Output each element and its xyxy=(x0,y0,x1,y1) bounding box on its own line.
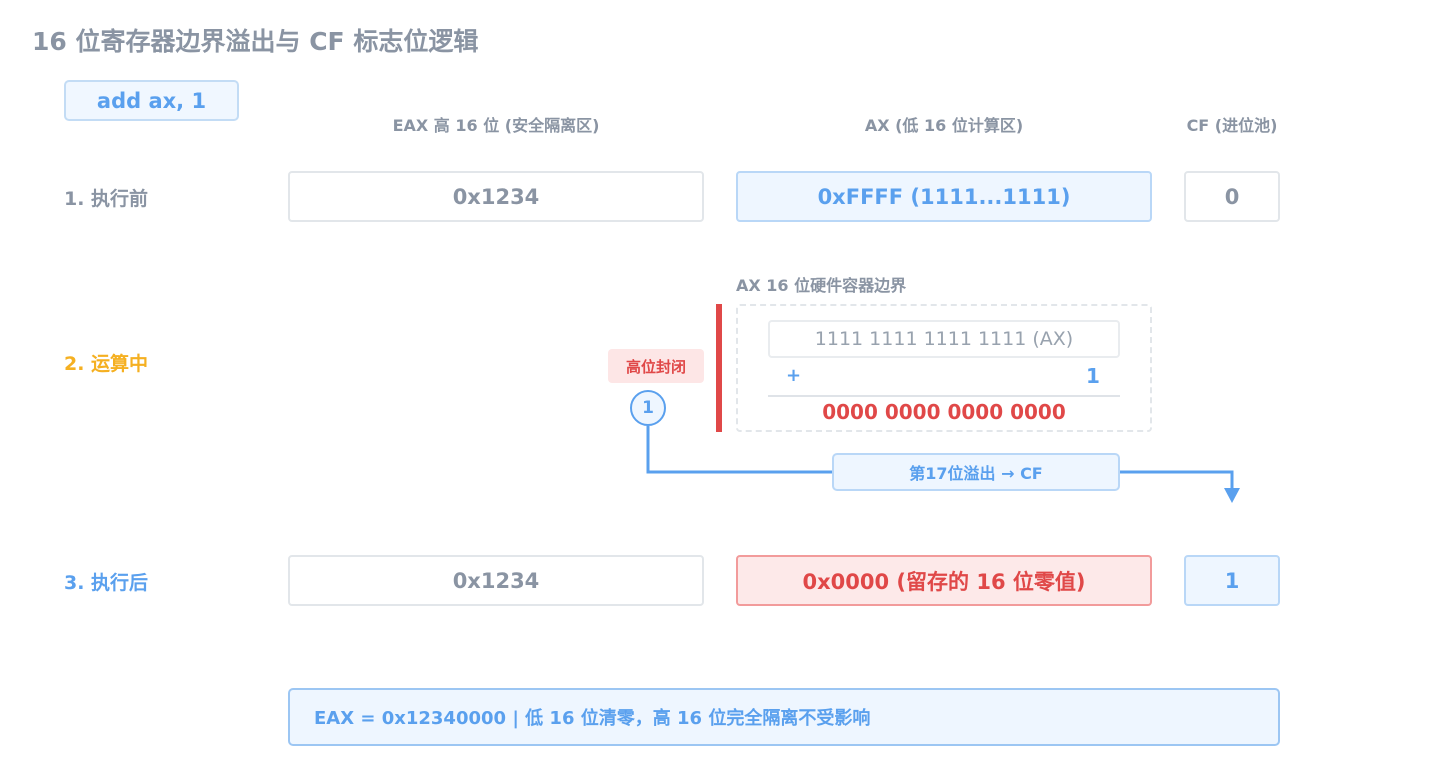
ax-boundary-label: AX 16 位硬件容器边界 xyxy=(736,276,907,295)
column-header-cf: CF (进位池) xyxy=(1186,116,1278,135)
sum-divider xyxy=(768,395,1120,397)
column-header-ax: AX (低 16 位计算区) xyxy=(864,116,1024,135)
overflow-to-cf-label: 第17位溢出 → CF xyxy=(832,453,1120,491)
plus-sign: + xyxy=(786,365,802,386)
column-header-eax-high: EAX 高 16 位 (安全隔离区) xyxy=(392,116,600,135)
result-summary: EAX = 0x12340000 | 低 16 位清零，高 16 位完全隔离不受… xyxy=(288,688,1280,746)
ax-after-box: 0x0000 (留存的 16 位零值) xyxy=(736,555,1152,606)
cf-before-box: 0 xyxy=(1184,171,1280,222)
row-label-during: 2. 运算中 xyxy=(64,353,149,375)
row-label-after: 3. 执行后 xyxy=(64,572,149,594)
carry-arrow-head-icon xyxy=(1224,488,1240,503)
row-label-before: 1. 执行前 xyxy=(64,188,149,210)
page-title: 16 位寄存器边界溢出与 CF 标志位逻辑 xyxy=(32,27,479,56)
cf-after-box: 1 xyxy=(1184,555,1280,606)
eax-high-after-box: 0x1234 xyxy=(288,555,704,606)
ax-result-bits: 0000 0000 0000 0000 xyxy=(822,400,1066,424)
ax-before-box: 0xFFFF (1111...1111) xyxy=(736,171,1152,222)
high-bit-seal-badge: 高位封闭 xyxy=(608,349,704,383)
ax-operand-bits: 1111 1111 1111 1111 (AX) xyxy=(768,320,1120,358)
instruction-badge: add ax, 1 xyxy=(64,80,239,121)
eax-high-before-box: 0x1234 xyxy=(288,171,704,222)
high-bit-seal-bar xyxy=(716,304,722,432)
addend-value: 1 xyxy=(1086,364,1100,388)
carry-bit-circle: 1 xyxy=(630,390,666,426)
ax-boundary-container xyxy=(736,304,1152,432)
